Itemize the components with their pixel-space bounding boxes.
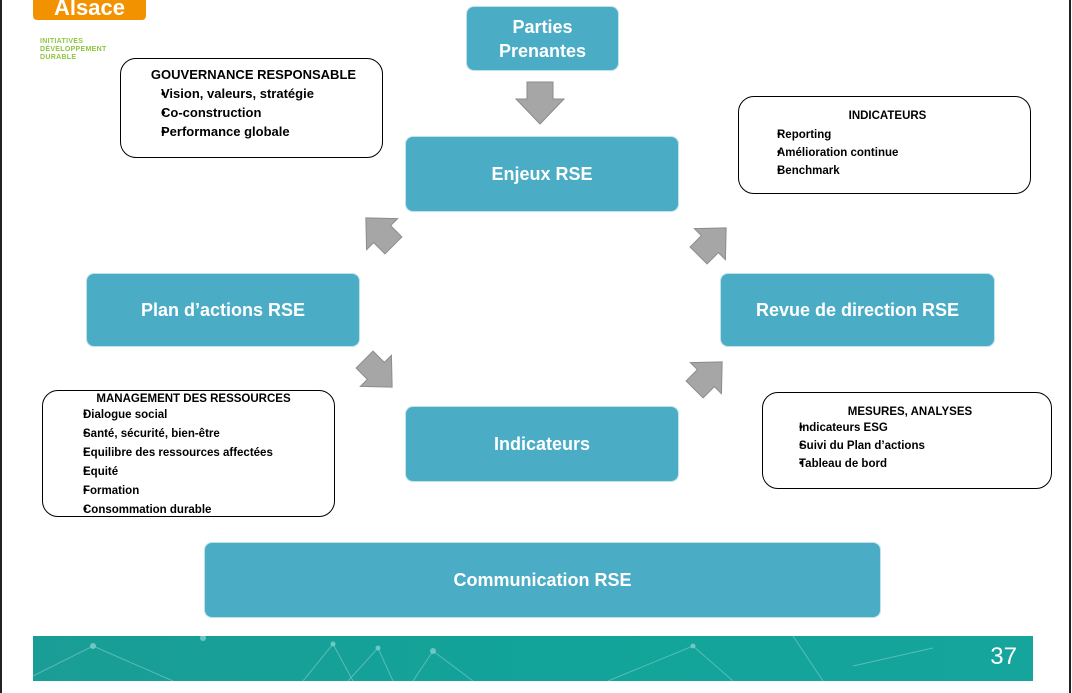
note-management-ressources: MANAGEMENT DES RESSOURCES Dialogue socia… — [42, 390, 335, 517]
note-management-item: Santé, sécurité, bien-être — [61, 425, 326, 444]
note-management-item: Formation — [61, 482, 326, 501]
note-indicateurs-item: Benchmark — [755, 162, 1020, 180]
note-management-item: Equilibre des ressources affectées — [61, 444, 326, 463]
box-revue-direction-rse: Revue de direction RSE — [721, 274, 994, 346]
box-plan-actions-rse: Plan d’actions RSE — [87, 274, 359, 346]
logo-tagline-line-2: DÉVELOPPEMENT — [40, 46, 107, 53]
box-enjeux-rse-label: Enjeux RSE — [491, 163, 593, 184]
arrow-down-icon — [514, 81, 566, 125]
box-indicateurs: Indicateurs — [406, 407, 678, 481]
note-gouvernance-item: Co-construction — [135, 103, 372, 122]
note-gouvernance-title: GOUVERNANCE RESPONSABLE — [150, 67, 357, 82]
box-communication-rse-label: Communication RSE — [453, 569, 632, 590]
note-indicateurs-title: INDICATEURS — [848, 110, 927, 122]
note-mesures-item: Tableau de bord — [777, 455, 1043, 473]
footer-band: 37 — [33, 636, 1033, 681]
arrow-up-right-icon — [689, 227, 727, 265]
note-mesures-title: MESURES, ANALYSES — [847, 406, 973, 418]
note-mesures-item: Indicateurs ESG — [777, 419, 1043, 437]
note-mesures-analyses: MESURES, ANALYSES Indicateurs ESG Suivi … — [762, 392, 1052, 489]
arrow-up-right-icon — [685, 361, 723, 399]
box-revue-direction-rse-label: Revue de direction RSE — [755, 299, 960, 320]
note-gouvernance-responsable: GOUVERNANCE RESPONSABLE Vision, valeurs,… — [120, 58, 383, 158]
logo-tagline-line-3: DURABLE — [40, 54, 77, 61]
box-communication-rse: Communication RSE — [205, 543, 880, 617]
note-management-item: Dialogue social — [61, 406, 326, 425]
logo-tagline: INITIATIVES DÉVELOPPEMENT DURABLE — [40, 38, 150, 62]
arrow-down-left-icon — [365, 217, 403, 255]
box-parties-prenantes: Parties Prenantes — [467, 7, 618, 70]
box-plan-actions-rse-label: Plan d’actions RSE — [140, 299, 306, 320]
alsace-logo: Alsace — [33, 0, 146, 20]
note-indicateurs: INDICATEURS Reporting Amélioration conti… — [738, 96, 1031, 194]
arrow-down-right-icon — [355, 350, 393, 388]
slide-frame-right — [1069, 0, 1071, 693]
logo-brand: Alsace — [54, 0, 125, 20]
slide-frame-left — [0, 0, 2, 693]
box-parties-prenantes-line-2: Prenantes — [498, 40, 587, 61]
note-mesures-item: Suivi du Plan d’actions — [777, 437, 1043, 455]
page-number: 37 — [990, 643, 1017, 670]
note-management-item: Consommation durable — [61, 501, 326, 516]
network-pattern-decoration — [33, 636, 934, 681]
note-indicateurs-item: Reporting — [755, 126, 1020, 144]
logo-tagline-line-1: INITIATIVES — [40, 38, 84, 45]
box-enjeux-rse: Enjeux RSE — [406, 137, 678, 211]
note-indicateurs-item: Amélioration continue — [755, 144, 1020, 162]
note-gouvernance-item: Vision, valeurs, stratégie — [135, 84, 372, 103]
box-indicateurs-label: Indicateurs — [493, 433, 591, 454]
note-management-item: Equité — [61, 463, 326, 482]
box-parties-prenantes-line-1: Parties — [512, 16, 573, 37]
note-management-title: MANAGEMENT DES RESSOURCES — [96, 393, 291, 405]
note-gouvernance-item: Performance globale — [135, 122, 372, 141]
